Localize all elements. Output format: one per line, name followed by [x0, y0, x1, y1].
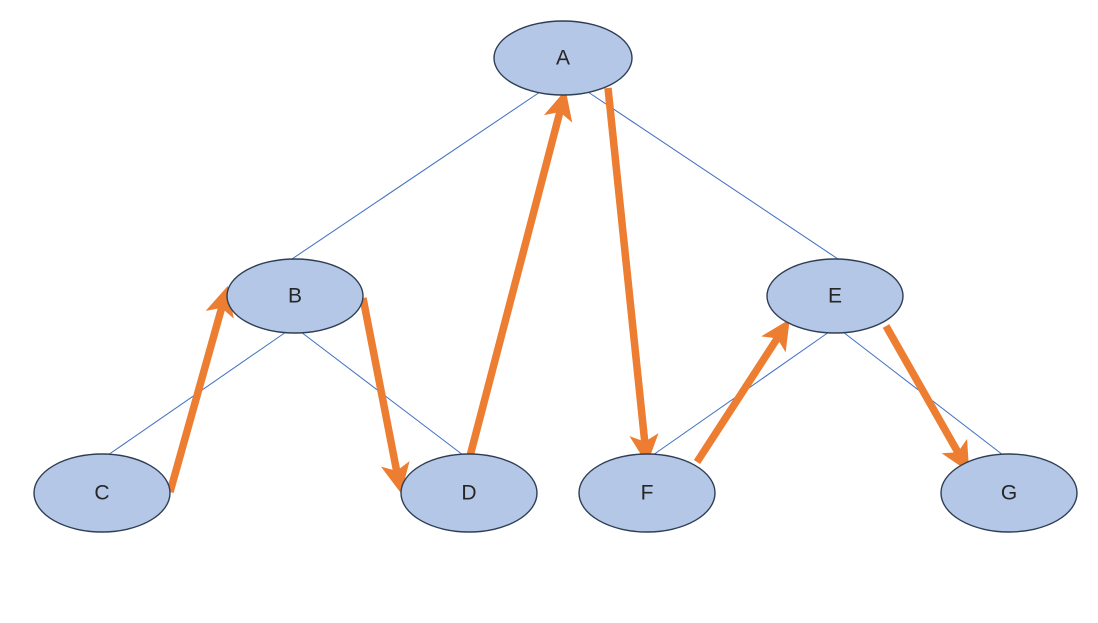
graph-node-e[interactable]: E	[766, 258, 904, 334]
graph-node-b[interactable]: B	[226, 258, 364, 334]
graph-node-d[interactable]: D	[400, 453, 538, 533]
graph-node-a[interactable]: A	[493, 20, 633, 96]
traversal-arrow-c-to-b	[166, 285, 234, 494]
node-shape-a[interactable]	[493, 20, 633, 96]
graph-node-g[interactable]: G	[940, 453, 1078, 533]
node-shape-b[interactable]	[226, 258, 364, 334]
traversal-arrow-a-to-f	[604, 87, 659, 465]
traversal-arrow-f-to-e	[693, 319, 790, 465]
graph-node-f[interactable]: F	[578, 453, 716, 533]
node-shape-e[interactable]	[766, 258, 904, 334]
node-shape-g[interactable]	[940, 453, 1078, 533]
tree-edge-a-e	[587, 91, 842, 262]
tree-edge-a-b	[288, 91, 541, 262]
node-shape-c[interactable]	[33, 453, 171, 533]
traversal-arrow-b-to-d	[359, 297, 410, 494]
node-shape-d[interactable]	[400, 453, 538, 533]
traversal-arrows-group	[166, 87, 970, 494]
traversal-arrow-e-to-g	[882, 324, 970, 473]
node-shape-f[interactable]	[578, 453, 716, 533]
graph-node-c[interactable]: C	[33, 453, 171, 533]
traversal-arrow-d-to-a	[466, 89, 573, 457]
